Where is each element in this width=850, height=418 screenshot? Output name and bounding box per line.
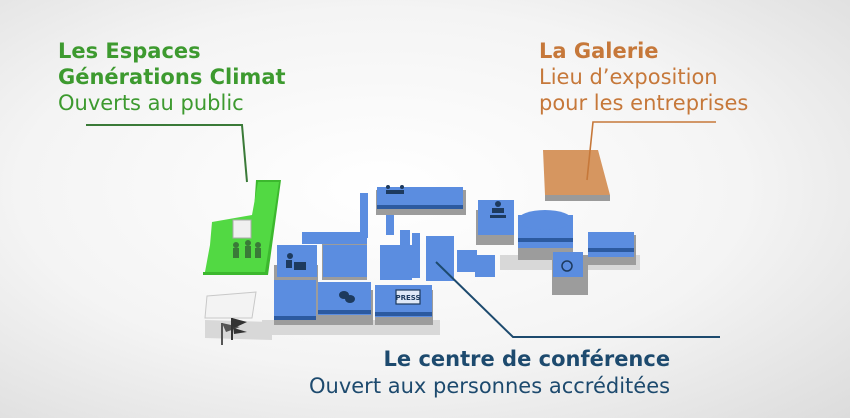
conference-subtitle: Ouvert aux personnes accréditées — [309, 374, 671, 398]
espaces-label: Les Espaces Générations Climat Ouverts a… — [58, 38, 286, 116]
galerie-subtitle-line2: pour les entreprises — [539, 91, 749, 115]
galerie-building[interactable] — [543, 150, 610, 201]
blue-callout-line — [435, 261, 720, 338]
conference-centre-buildings[interactable]: PRESS — [274, 185, 636, 325]
grey-zone — [204, 291, 257, 319]
un-emblem-icon — [561, 260, 573, 272]
desk-worker-icon — [286, 253, 306, 270]
orange-callout-line — [586, 121, 716, 181]
chat-bubbles-icon — [339, 291, 355, 303]
espaces-title-line1: Les Espaces — [58, 39, 201, 63]
espaces-subtitle: Ouverts au public — [58, 91, 244, 115]
family-icon — [233, 240, 261, 258]
galerie-label: La Galerie Lieu d’exposition pour les en… — [539, 38, 748, 116]
press-sign-label: PRESS — [395, 294, 420, 302]
press-sign-icon: PRESS — [395, 289, 421, 305]
galerie-title: La Galerie — [539, 39, 659, 63]
speaker-podium-icon — [490, 201, 506, 218]
espaces-title-line2: Générations Climat — [58, 65, 286, 89]
green-callout-line — [86, 124, 248, 183]
conference-title: Le centre de conférence — [383, 347, 671, 371]
espaces-generations-climat-area[interactable] — [203, 180, 281, 275]
flag-icon — [221, 318, 247, 345]
meeting-table-icon — [386, 185, 404, 194]
conference-label: Le centre de conférence Ouvert aux perso… — [309, 346, 670, 400]
galerie-subtitle-line1: Lieu d’exposition — [539, 65, 718, 89]
